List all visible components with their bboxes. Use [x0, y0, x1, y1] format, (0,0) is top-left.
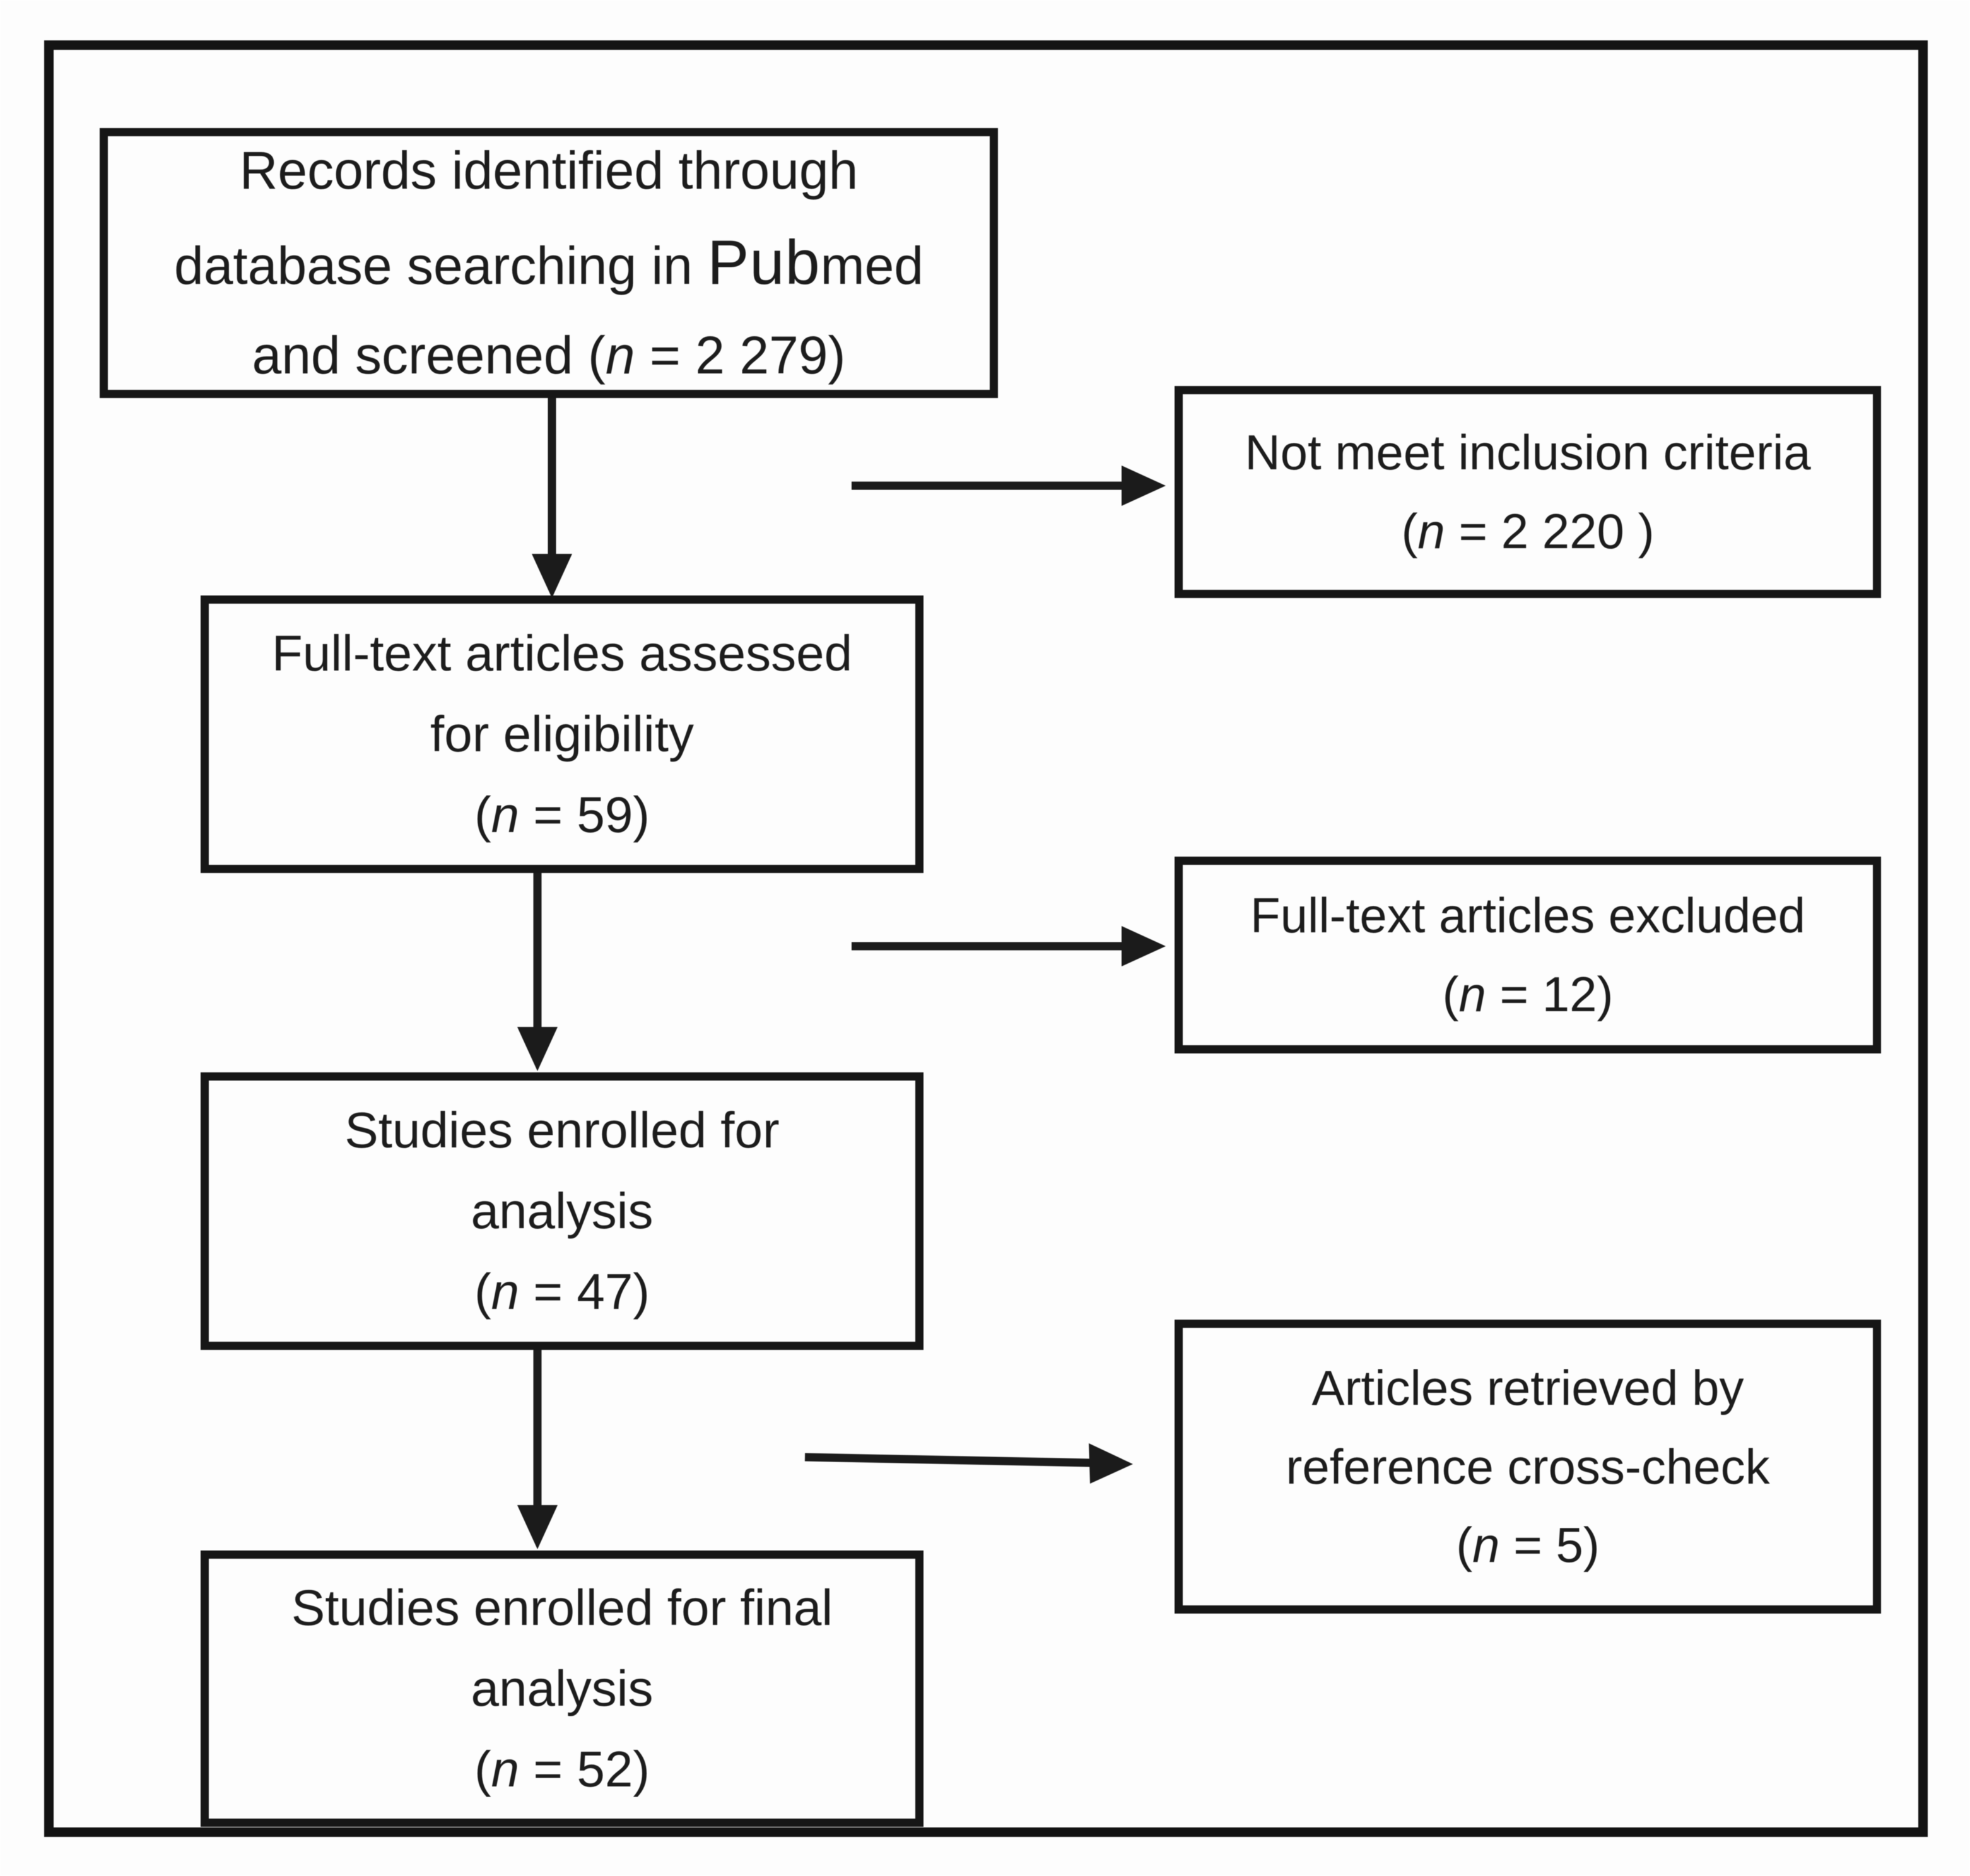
flow-box-studies-enrolled-analysis: Studies enrolled for analysis (n = 47) [201, 1072, 923, 1350]
box-text-line: (n = 52) [474, 1741, 650, 1797]
box-text-line: and screened (n = 2 279) [252, 325, 846, 385]
box-text-line: (n = 59) [474, 787, 650, 843]
flow-box-not-meet-inclusion-criteria: Not meet inclusion criteria (n = 2 220 ) [1175, 386, 1881, 598]
flow-box-articles-reference-crosscheck: Articles retrieved by reference cross-che… [1175, 1320, 1881, 1614]
box-text-line: Studies enrolled for [344, 1102, 780, 1158]
box-text-line: Full-text articles assessed [271, 625, 853, 681]
box-text-line: Not meet inclusion criteria [1245, 425, 1811, 481]
box-text-line: for eligibility [430, 706, 694, 762]
box-text-line: database searching in Pubmed [173, 227, 923, 298]
box-text-line: Records identified through [239, 141, 859, 201]
outer-frame [44, 40, 1928, 1837]
flow-box-records-identified: Records identified through database searc… [100, 128, 998, 398]
flow-box-fulltext-articles-excluded: Full-text articles excluded (n = 12) [1175, 857, 1881, 1053]
flow-box-fulltext-articles-assessed: Full-text articles assessed for eligibili… [201, 595, 923, 873]
arrow-enrolled-to-final [517, 1350, 558, 1549]
box-text-line: reference cross-check [1286, 1438, 1770, 1494]
box-text-line: (n = 47) [474, 1263, 650, 1320]
arrow-fulltext-assessed-to-enrolled [517, 873, 558, 1071]
box-text-line: analysis [471, 1660, 654, 1716]
box-text-line: Studies enrolled for final [291, 1580, 833, 1636]
box-text-line: Articles retrieved by [1311, 1359, 1744, 1416]
pubmed-wordmark: Pub [707, 227, 821, 298]
arrow-enrolled-to-crosscheck [804, 1443, 1133, 1484]
flow-box-studies-enrolled-final-analysis: Studies enrolled for final analysis (n = 5… [201, 1551, 923, 1827]
arrow-records-to-fulltext-assessed [532, 398, 572, 598]
arrow-records-to-not-meet [852, 466, 1166, 506]
box-text-line: analysis [471, 1183, 654, 1239]
box-text-line: Full-text articles excluded [1250, 888, 1805, 944]
arrow-fulltext-assessed-to-fulltext-excluded [852, 926, 1166, 966]
box-text-line: (n = 5) [1456, 1517, 1600, 1573]
box-text-line: (n = 2 220 ) [1401, 503, 1655, 559]
box-text-line: (n = 12) [1442, 966, 1614, 1022]
